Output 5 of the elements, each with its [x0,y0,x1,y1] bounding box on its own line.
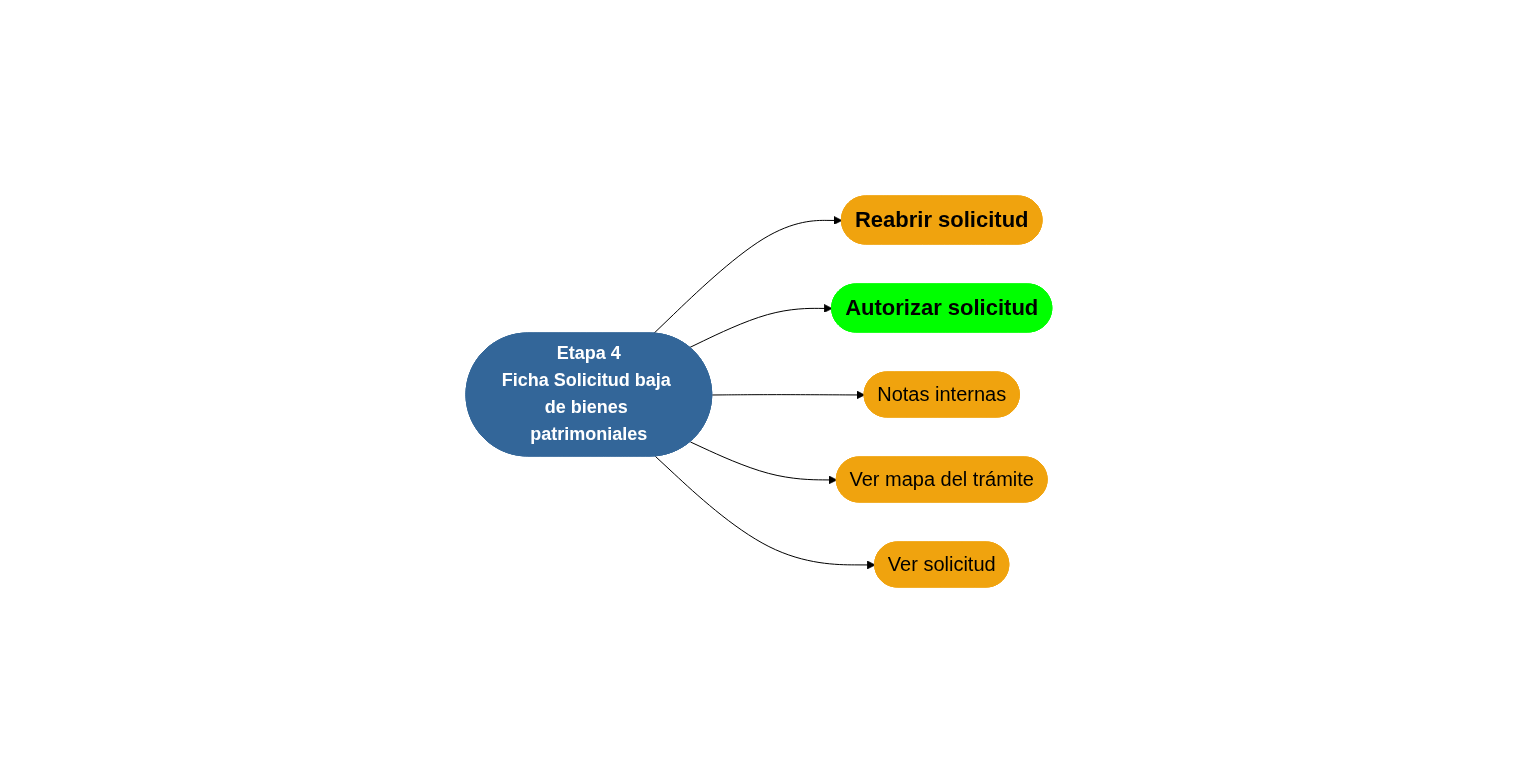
arrow [654,455,876,570]
arrow [653,216,843,335]
arrow [711,390,866,400]
arrow [690,441,838,485]
arrow [689,304,833,348]
